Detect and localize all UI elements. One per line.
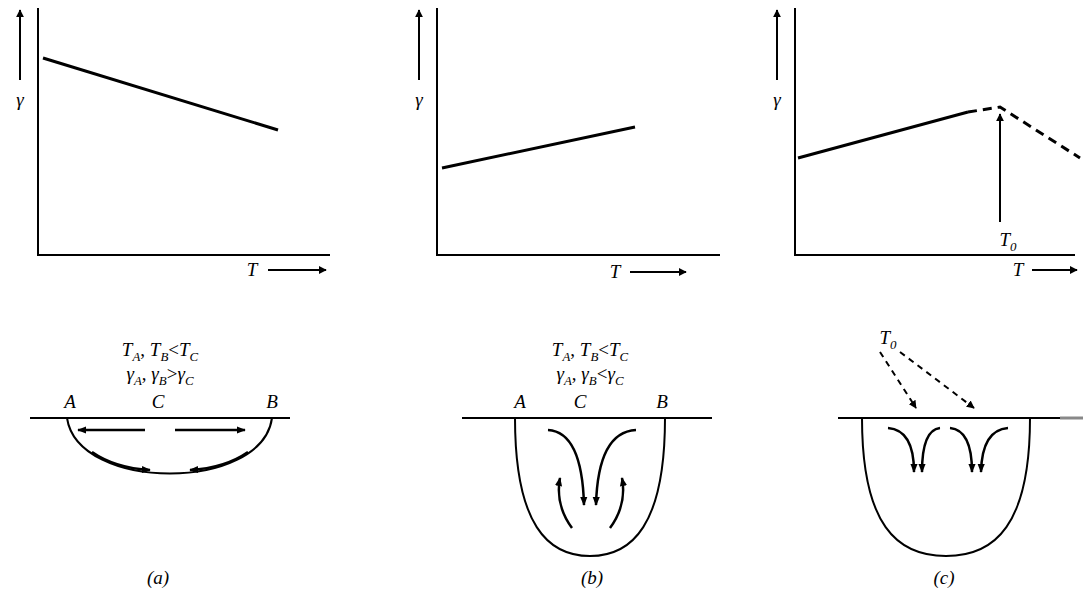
- condition-label: γA, γB>γC: [126, 364, 193, 385]
- condition-label: TA, TB<TC: [552, 340, 628, 361]
- flow-arrow: [596, 430, 636, 505]
- axis-arrow: [19, 10, 21, 80]
- panel-label: (b): [581, 568, 603, 589]
- flow-arrow: [78, 429, 145, 432]
- curve: [43, 58, 278, 130]
- flow-arrow: [888, 428, 914, 472]
- flow-arrow: [610, 478, 623, 528]
- flow-arrow: [981, 428, 1008, 472]
- point-label: B: [266, 392, 278, 413]
- panel-label: (a): [147, 568, 169, 589]
- curve-dashed: [968, 107, 1080, 158]
- flow-arrow: [175, 429, 245, 432]
- weld-pool: [862, 418, 1030, 556]
- axes: [38, 8, 330, 255]
- condition-label: TA, TB<TC: [122, 340, 198, 361]
- panel-label: (c): [933, 568, 954, 589]
- pointer-arrow: [900, 352, 974, 408]
- axis-arrow: [268, 269, 326, 271]
- axes: [795, 8, 1075, 255]
- flow-arrow: [190, 452, 248, 470]
- point-label: A: [64, 392, 76, 413]
- axes: [437, 8, 720, 255]
- curve: [442, 127, 635, 168]
- flow-arrow: [950, 428, 972, 472]
- flow-arrow: [92, 452, 150, 470]
- axis-arrow: [1032, 269, 1077, 271]
- surface-line: [462, 417, 712, 419]
- point-label: B: [656, 392, 668, 413]
- weld-pool: [67, 418, 272, 474]
- temperature-label: T0: [999, 230, 1016, 251]
- flow-arrow: [922, 428, 940, 472]
- axis-arrow: [630, 271, 686, 273]
- temperature-label: T0: [879, 328, 896, 349]
- axis-label: γ: [16, 90, 24, 111]
- point-label: C: [574, 392, 587, 413]
- surface-line: [30, 417, 290, 419]
- axis-label: T: [1013, 260, 1024, 281]
- condition-label: γA, γB<γC: [556, 364, 623, 385]
- pointer-arrow: [999, 114, 1001, 222]
- point-label: C: [152, 392, 165, 413]
- flow-arrow: [559, 478, 572, 528]
- flow-arrow: [548, 430, 584, 505]
- axis-arrow: [418, 10, 420, 80]
- axis-label: T: [610, 262, 621, 283]
- axis-label: γ: [415, 90, 423, 111]
- axis-label: T: [247, 260, 258, 281]
- surface-line: [1060, 417, 1083, 420]
- point-label: A: [514, 392, 526, 413]
- axis-arrow: [776, 10, 778, 80]
- weld-pool: [515, 418, 665, 556]
- surface-line: [838, 417, 1060, 419]
- axis-label: γ: [773, 90, 781, 111]
- curve: [798, 112, 968, 158]
